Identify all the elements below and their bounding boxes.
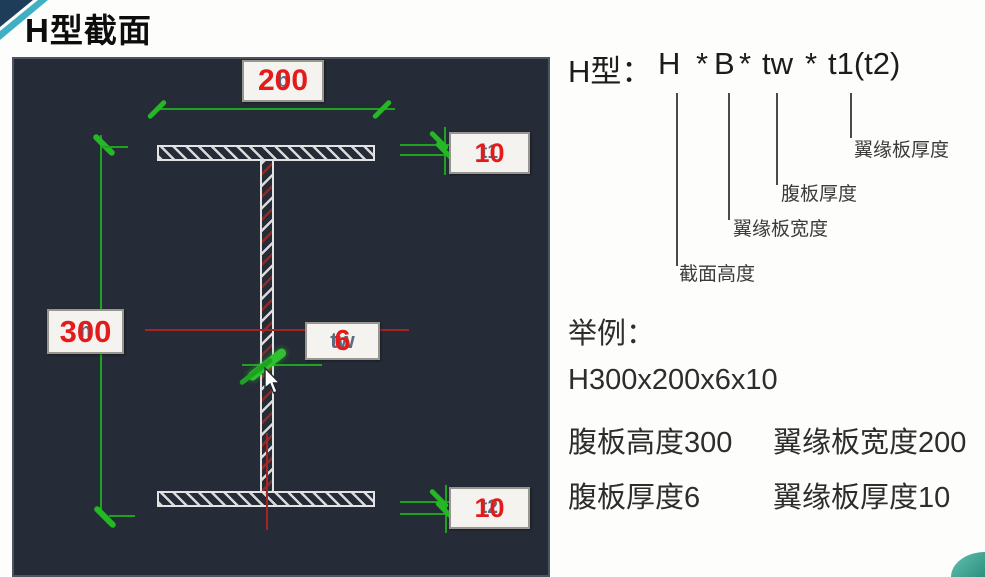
t2-leader-line-lower bbox=[400, 513, 449, 515]
h-dimension-tick-top bbox=[91, 132, 117, 158]
t1-leader-line-lower bbox=[400, 154, 449, 156]
dimension-box-t1[interactable]: t1 10 bbox=[449, 132, 530, 174]
dim-value-h: 300 bbox=[59, 313, 112, 349]
formula-prefix: H型： bbox=[568, 54, 653, 89]
h-dimension-tick-bottom bbox=[92, 504, 118, 530]
callout-line-web-thickness bbox=[776, 93, 778, 185]
example-web-thickness: 腹板厚度6 bbox=[568, 482, 701, 514]
dim-key-b: b bbox=[276, 69, 290, 92]
tw-dimension-line bbox=[242, 364, 322, 366]
callout-line-flange-thickness bbox=[850, 93, 852, 138]
callout-flange-width: 翼缘板宽度 bbox=[733, 219, 829, 240]
cad-canvas[interactable]: b 200 h 300 tw 6 t1 10 bbox=[12, 57, 550, 577]
example-designation: H300x200x6x10 bbox=[568, 364, 778, 396]
formula-star-2: * bbox=[739, 46, 752, 81]
t1-leader-line-upper bbox=[400, 144, 449, 146]
dimension-box-b[interactable]: b 200 bbox=[242, 60, 324, 102]
formula-term-t1t2: t1(t2) bbox=[828, 46, 901, 81]
dimension-box-h[interactable]: h 300 bbox=[47, 309, 124, 354]
corner-swoosh bbox=[951, 552, 985, 577]
dim-value-t2: 10 bbox=[474, 492, 505, 523]
dim-key-t2: t2 bbox=[481, 497, 498, 518]
callout-line-flange-width bbox=[728, 93, 730, 220]
example-web-height: 腹板高度300 bbox=[568, 427, 733, 459]
t2-leader-line-upper bbox=[400, 501, 449, 503]
b-dimension-line bbox=[155, 108, 395, 110]
callout-web-thickness: 腹板厚度 bbox=[781, 184, 858, 205]
example-heading: 举例： bbox=[568, 318, 656, 350]
dim-key-h: h bbox=[79, 320, 92, 342]
callout-flange-thickness: 翼缘板厚度 bbox=[854, 140, 950, 161]
dimension-box-t2[interactable]: t2 10 bbox=[449, 487, 530, 529]
callout-line-section-height bbox=[676, 93, 678, 266]
dim-value-tw: 6 bbox=[334, 324, 351, 357]
dim-value-b: 200 bbox=[257, 64, 309, 97]
formula-star-3: * bbox=[805, 46, 818, 81]
example-flange-width: 翼缘板宽度200 bbox=[773, 427, 967, 459]
formula-term-b: B bbox=[714, 46, 735, 81]
formula-term-h: H bbox=[658, 46, 681, 81]
dim-key-tw: tw bbox=[330, 328, 355, 353]
formula-star-1: * bbox=[696, 46, 709, 81]
example-flange-thickness: 翼缘板厚度10 bbox=[773, 482, 951, 514]
h-extension-line-top bbox=[102, 146, 128, 148]
dimension-box-tw[interactable]: tw 6 bbox=[305, 322, 380, 360]
page-title: H型截面 bbox=[25, 12, 152, 49]
dim-key-t1: t1 bbox=[481, 142, 498, 163]
horizontal-centerline bbox=[145, 329, 409, 331]
callout-section-height: 截面高度 bbox=[679, 264, 756, 285]
vertical-centerline bbox=[266, 433, 268, 530]
formula-term-tw: tw bbox=[762, 46, 793, 81]
dim-value-t1: 10 bbox=[474, 137, 505, 168]
mouse-cursor-icon bbox=[264, 367, 282, 394]
h-extension-line-bottom bbox=[109, 515, 135, 517]
